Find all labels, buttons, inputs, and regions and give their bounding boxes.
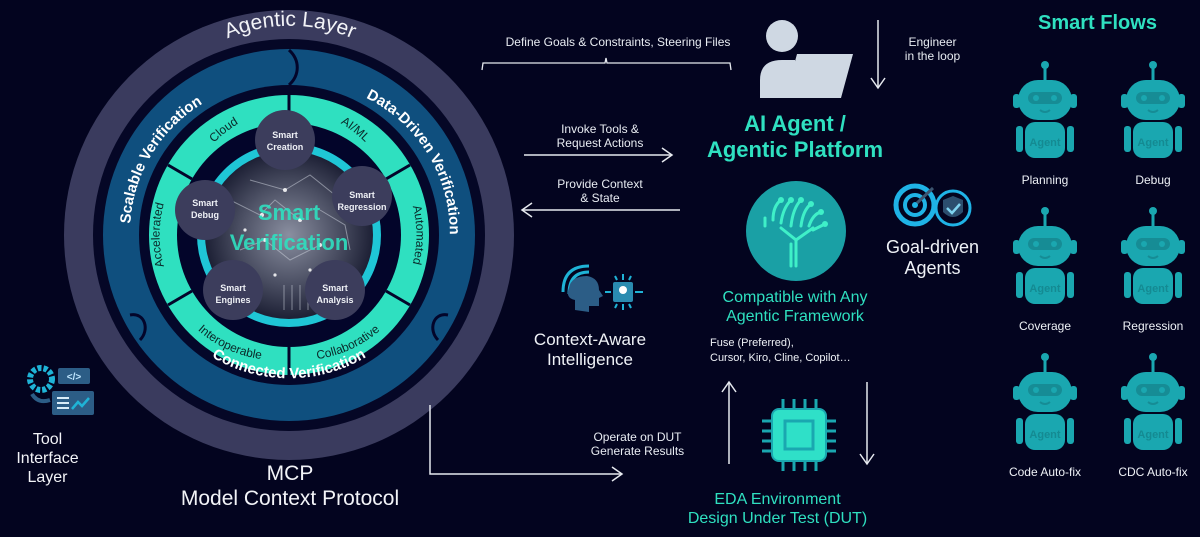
operate-dut-label: Operate on DUT Generate Results bbox=[575, 430, 700, 458]
context-aware-head-icon bbox=[561, 264, 643, 312]
robot-icon: Agent bbox=[1121, 61, 1185, 158]
svg-text:</>: </> bbox=[67, 372, 82, 383]
provide-context-arrow bbox=[520, 202, 680, 218]
actions-down-arrow bbox=[859, 382, 875, 466]
svg-text:Smart: Smart bbox=[192, 198, 218, 208]
agent-card-debug[interactable]: Agent Debug bbox=[1108, 58, 1198, 188]
verification-wheel: Agentic Layer Scalable Verification Data… bbox=[64, 8, 514, 460]
tool-interface-label: Tool Interface Layer bbox=[0, 431, 95, 488]
operate-line2: Generate Results bbox=[590, 444, 685, 459]
agent-label: Debug bbox=[1135, 173, 1171, 187]
agent-platform-line1: AI Agent / bbox=[744, 111, 846, 136]
svg-text:Analysis: Analysis bbox=[316, 295, 353, 305]
compatible-line2: Agentic Framework bbox=[726, 307, 864, 325]
agent-card-planning[interactable]: Agent Planning bbox=[1000, 58, 1090, 188]
chip-icon bbox=[762, 399, 836, 471]
svg-text:Engines: Engines bbox=[215, 295, 250, 305]
node-smart-regression: Smart Regression bbox=[332, 166, 392, 226]
node-smart-analysis: Smart Analysis bbox=[305, 260, 365, 320]
agent-card-code-auto-fix[interactable]: Agent Code Auto-fix bbox=[1000, 350, 1090, 480]
mcp-title: MCP bbox=[266, 462, 314, 485]
svg-text:Smart: Smart bbox=[272, 130, 298, 140]
engineer-line2: in the loop bbox=[904, 49, 961, 64]
agent-card-cdc-auto-fix[interactable]: Agent CDC Auto-fix bbox=[1108, 350, 1198, 480]
context-aware-label: Context-Aware Intelligence bbox=[525, 330, 655, 370]
node-smart-creation: Smart Creation bbox=[255, 110, 315, 170]
agent-label: Code Auto-fix bbox=[1008, 465, 1082, 479]
tool-interface-line2: Layer bbox=[27, 468, 68, 486]
robot-badge-text: Agent bbox=[1137, 283, 1169, 295]
goal-driven-line1: Goal-driven bbox=[885, 237, 980, 257]
robot-icon: Agent bbox=[1121, 207, 1185, 304]
robot-badge-text: Agent bbox=[1029, 137, 1061, 149]
context-aware-line1: Context-Aware bbox=[533, 330, 647, 349]
operate-dut-arrow bbox=[429, 405, 624, 482]
svg-text:Smart: Smart bbox=[349, 190, 375, 200]
agent-label: Regression bbox=[1122, 319, 1184, 333]
framework-list-line1: Fuse (Preferred), bbox=[710, 337, 794, 349]
provide-line1: Provide Context bbox=[557, 177, 643, 191]
goal-driven-label: Goal-driven Agents bbox=[875, 237, 990, 279]
svg-text:Debug: Debug bbox=[191, 210, 219, 220]
robot-badge-text: Agent bbox=[1137, 429, 1169, 441]
agent-label: Coverage bbox=[1018, 319, 1072, 333]
invoke-line2: Request Actions bbox=[556, 136, 644, 151]
node-smart-debug: Smart Debug bbox=[175, 180, 235, 240]
eda-line2: Design Under Test (DUT) bbox=[687, 509, 868, 527]
goal-driven-line2: Agents bbox=[904, 258, 961, 279]
mcp-label: MCP Model Context Protocol bbox=[150, 462, 430, 512]
agent-label: CDC Auto-fix bbox=[1118, 465, 1188, 479]
invoke-tools-label: Invoke Tools & Request Actions bbox=[530, 122, 670, 150]
results-up-arrow bbox=[721, 380, 737, 464]
compatible-line1: Compatible with Any bbox=[722, 289, 868, 306]
operate-line1: Operate on DUT bbox=[593, 430, 682, 444]
mcp-subtitle: Model Context Protocol bbox=[180, 486, 400, 510]
robot-badge-text: Agent bbox=[1137, 137, 1169, 149]
eda-environment-label: EDA Environment Design Under Test (DUT) bbox=[660, 491, 895, 529]
agent-platform-line2: Agentic Platform bbox=[706, 136, 884, 162]
framework-list: Fuse (Preferred), Cursor, Kiro, Cline, C… bbox=[710, 336, 851, 366]
robot-badge-text: Agent bbox=[1029, 429, 1061, 441]
define-goals-label: Define Goals & Constraints, Steering Fil… bbox=[505, 35, 731, 49]
smart-verification-title-1: Smart bbox=[258, 200, 321, 225]
accelerated-label: Accelerated bbox=[149, 201, 167, 269]
invoke-arrow bbox=[524, 147, 674, 163]
svg-text:Smart: Smart bbox=[220, 283, 246, 293]
flow-arrows bbox=[429, 20, 886, 482]
robot-icon: Agent bbox=[1121, 353, 1185, 450]
engineer-user-icon bbox=[760, 20, 853, 98]
eda-line1: EDA Environment bbox=[714, 491, 841, 508]
agent-card-regression[interactable]: Agent Regression bbox=[1108, 204, 1198, 334]
agent-card-coverage[interactable]: Agent Coverage bbox=[1000, 204, 1090, 334]
compatible-framework-title: Compatible with Any Agentic Framework bbox=[690, 289, 900, 327]
automated-label: Automated bbox=[410, 204, 428, 267]
robot-icon: Agent bbox=[1013, 61, 1077, 158]
engineer-arrow bbox=[870, 20, 886, 90]
smart-verification-title-2: Verification bbox=[230, 230, 349, 255]
agent-platform-title: AI Agent / Agentic Platform bbox=[680, 111, 910, 163]
robot-icon: Agent bbox=[1013, 207, 1077, 304]
engineer-line1: Engineer bbox=[908, 35, 957, 49]
smart-flows-title: Smart Flows bbox=[1038, 12, 1157, 34]
node-smart-engines: Smart Engines bbox=[203, 260, 263, 320]
brain-circuit-icon bbox=[746, 181, 846, 281]
engineer-label: Engineer in the loop bbox=[885, 35, 980, 63]
robot-icon: Agent bbox=[1013, 353, 1077, 450]
svg-text:Creation: Creation bbox=[267, 142, 304, 152]
svg-text:Regression: Regression bbox=[337, 202, 386, 212]
tool-interface-line1: Tool Interface bbox=[16, 431, 79, 467]
context-aware-line2: Intelligence bbox=[546, 350, 633, 370]
tool-interface-icon: </> bbox=[27, 365, 94, 415]
svg-text:Smart: Smart bbox=[322, 283, 348, 293]
goal-target-icon bbox=[893, 183, 972, 227]
agent-label: Planning bbox=[1021, 173, 1069, 187]
goals-brace bbox=[481, 57, 732, 71]
provide-context-label: Provide Context & State bbox=[530, 177, 670, 205]
invoke-line1: Invoke Tools & bbox=[561, 122, 639, 136]
framework-list-line2: Cursor, Kiro, Cline, Copilot… bbox=[710, 351, 851, 364]
provide-line2: & State bbox=[580, 191, 620, 206]
robot-badge-text: Agent bbox=[1029, 283, 1061, 295]
